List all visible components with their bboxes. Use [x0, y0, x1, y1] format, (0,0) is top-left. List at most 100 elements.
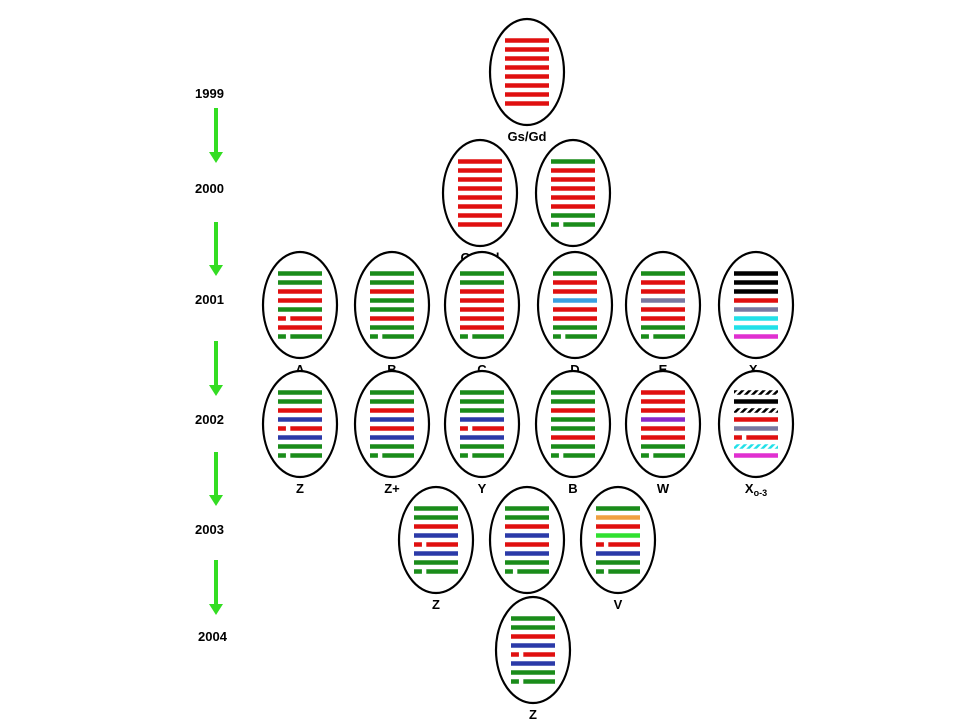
strain-label: Xo-3: [745, 481, 767, 498]
gene-segment-band: [278, 280, 322, 285]
gene-segment-band: [563, 453, 595, 458]
strain-oval: Z: [397, 485, 475, 612]
oval-outline: [443, 369, 521, 479]
down-arrow-icon: [209, 341, 223, 396]
gene-segment-band: [290, 316, 322, 321]
gene-segment-band: [278, 399, 322, 404]
gene-segment-band: [278, 298, 322, 303]
gene-segment-band: [472, 334, 504, 339]
gene-segment-band: [734, 307, 778, 312]
gene-segment-band: [596, 515, 640, 520]
oval-outline: [261, 250, 339, 360]
strain-label: Y: [478, 481, 487, 496]
gene-segment-band: [460, 444, 504, 449]
oval-outline: [443, 250, 521, 360]
strain-oval: Z+: [353, 369, 431, 496]
strain-oval: Z: [494, 595, 572, 720]
gene-segment-band: [734, 408, 778, 413]
strain-oval: Gs/Gd: [441, 138, 519, 265]
gene-segment-band: [641, 444, 685, 449]
gene-segment-band: [460, 325, 504, 330]
strain-label: Z: [296, 481, 304, 496]
gene-segment-band: [460, 408, 504, 413]
gene-segment-band: [511, 652, 519, 657]
strain-label: D: [570, 362, 579, 377]
strain-oval: C: [534, 138, 612, 265]
gene-segment-band: [641, 325, 685, 330]
gene-segment-band: [458, 222, 502, 227]
gene-segment-band: [641, 399, 685, 404]
gene-segment-band: [278, 444, 322, 449]
gene-segment-band: [278, 408, 322, 413]
gene-segment-band: [608, 542, 640, 547]
strain-label: Gs/Gd: [507, 129, 546, 144]
oval-outline: [534, 138, 612, 248]
strain-label: W: [657, 481, 670, 496]
gene-segment-band: [596, 542, 604, 547]
gene-segment-band: [734, 444, 778, 449]
strain-oval: Xo-3: [717, 369, 795, 498]
gene-segment-band: [505, 515, 549, 520]
oval-outline: [397, 485, 475, 595]
gene-segment-band: [460, 417, 504, 422]
gene-segment-band: [551, 426, 595, 431]
oval-outline: [261, 369, 339, 479]
gene-segment-band: [458, 177, 502, 182]
down-arrow-icon: [209, 108, 223, 163]
gene-segment-band: [370, 444, 414, 449]
gene-segment-band: [458, 159, 502, 164]
gene-segment-band: [460, 298, 504, 303]
strain-label: Z+: [384, 481, 400, 496]
gene-segment-band: [460, 390, 504, 395]
gene-segment-band: [505, 560, 549, 565]
gene-segment-band: [460, 453, 468, 458]
gene-segment-band: [551, 390, 595, 395]
gene-segment-band: [460, 426, 468, 431]
strain-oval: C: [443, 250, 521, 377]
gene-segment-band: [734, 334, 778, 339]
gene-segment-band: [563, 222, 595, 227]
year-label: 1999: [195, 86, 224, 101]
strain-oval: Gs/Gd: [488, 17, 566, 144]
gene-segment-band: [414, 551, 458, 556]
gene-segment-band: [553, 298, 597, 303]
gene-segment-band: [641, 417, 685, 422]
gene-segment-band: [460, 307, 504, 312]
gene-segment-band: [460, 280, 504, 285]
gene-segment-band: [278, 316, 286, 321]
gene-segment-band: [653, 334, 685, 339]
down-arrow-icon: [209, 222, 223, 276]
strain-label: B: [568, 481, 577, 496]
gene-segment-band: [641, 280, 685, 285]
gene-segment-band: [370, 417, 414, 422]
oval-outline: [624, 369, 702, 479]
gene-segment-band: [608, 569, 640, 574]
strain-label: C: [477, 362, 487, 377]
gene-segment-band: [734, 316, 778, 321]
year-label: 2001: [195, 292, 224, 307]
gene-segment-band: [414, 533, 458, 538]
gene-segment-band: [458, 168, 502, 173]
down-arrow-icon: [209, 560, 223, 615]
strain-oval: Xo: [717, 250, 795, 379]
gene-segment-band: [734, 390, 778, 395]
gene-segment-band: [551, 204, 595, 209]
gene-segment-band: [460, 399, 504, 404]
strain-oval: E: [624, 250, 702, 377]
year-label: 2003: [195, 522, 224, 537]
gene-segment-band: [290, 334, 322, 339]
gene-segment-band: [278, 435, 322, 440]
gene-segment-band: [511, 670, 555, 675]
gene-segment-band: [641, 426, 685, 431]
oval-outline: [534, 369, 612, 479]
gene-segment-band: [370, 289, 414, 294]
gene-segment-band: [511, 634, 555, 639]
gene-segment-band: [370, 325, 414, 330]
strain-oval: A: [261, 250, 339, 377]
gene-segment-band: [505, 506, 549, 511]
gene-segment-band: [746, 435, 778, 440]
gene-segment-band: [517, 569, 549, 574]
gene-segment-band: [641, 316, 685, 321]
gene-segment-band: [553, 316, 597, 321]
